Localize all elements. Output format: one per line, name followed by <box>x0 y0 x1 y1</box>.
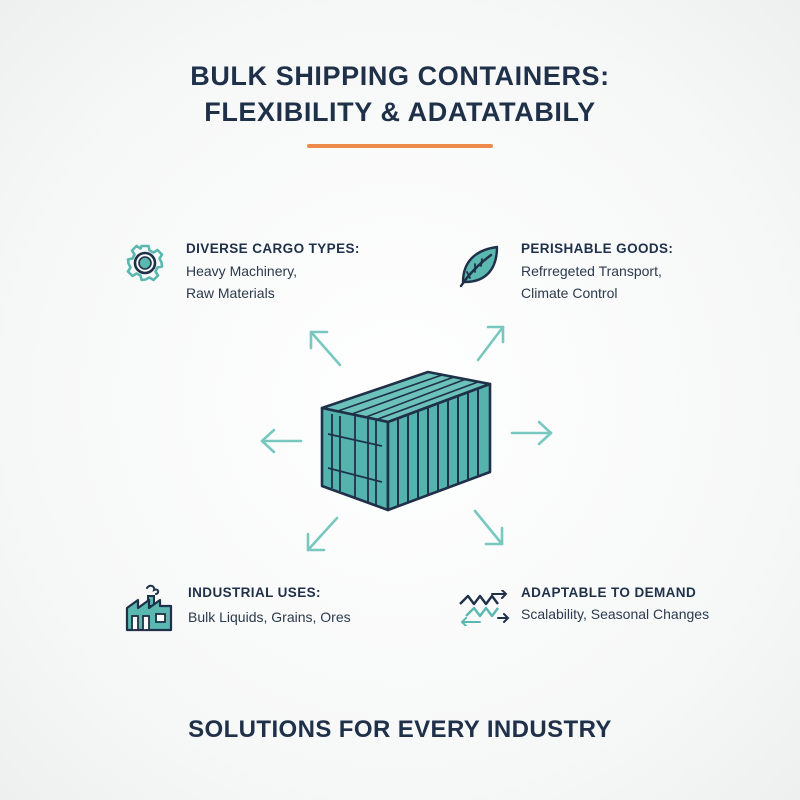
title-line-2: FLEXIBILITY & ADATATABILY <box>204 97 596 127</box>
arrow-up-right-icon <box>476 325 505 362</box>
footer-tagline: SOLUTIONS FOR EVERY INDUSTRY <box>188 716 612 743</box>
page-title: BULK SHIPPING CONTAINERS: FLEXIBILITY & … <box>0 58 800 130</box>
feature-heading: DIVERSE CARGO TYPES: <box>186 241 360 256</box>
title-underline <box>307 144 493 148</box>
feature-description: Refrregeted Transport, Climate Control <box>521 263 662 301</box>
leaf-icon <box>455 242 501 293</box>
feature-description: Bulk Liquids, Grains, Ores <box>188 609 351 625</box>
gear-icon <box>124 242 166 289</box>
arrow-up-left-icon <box>309 330 342 367</box>
feature-description: Heavy Machinery, Raw Materials <box>186 263 298 301</box>
arrow-down-left-icon <box>306 516 339 552</box>
arrow-down-right-icon <box>473 509 504 546</box>
feature-description: Scalability, Seasonal Changes <box>521 606 710 622</box>
shipping-container-icon <box>318 364 498 519</box>
factory-icon <box>124 584 174 637</box>
feature-heading: PERISHABLE GOODS: <box>521 241 674 256</box>
arrow-right-icon <box>510 420 553 446</box>
title-line-1: BULK SHIPPING CONTAINERS: <box>190 61 610 91</box>
demand-flow-icon <box>458 589 510 631</box>
arrow-left-icon <box>260 428 303 454</box>
feature-heading: ADAPTABLE TO DEMAND <box>521 585 697 600</box>
feature-heading: INDUSTRIAL USES: <box>188 585 321 600</box>
